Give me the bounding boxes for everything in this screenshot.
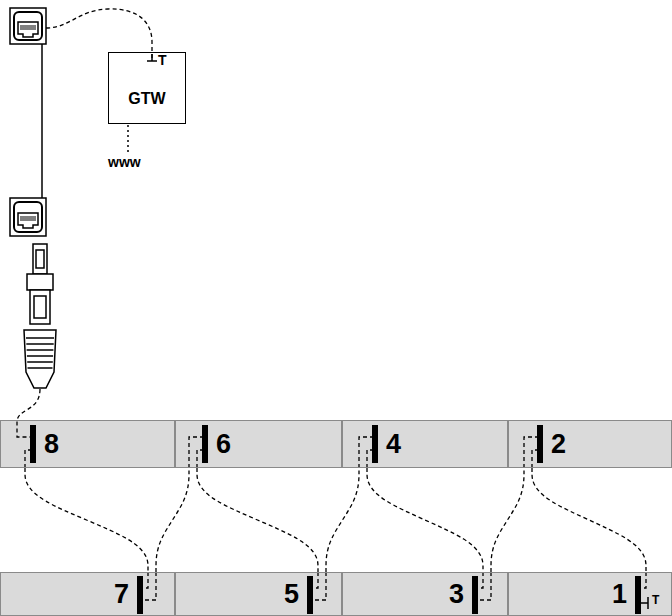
bus-module: 8 (0, 420, 175, 468)
bus-module: 1 (508, 572, 672, 616)
module-number: 5 (284, 579, 299, 609)
boot-ridge (26, 343, 53, 345)
bus-module: 3 (342, 572, 508, 616)
module-number: 4 (386, 429, 401, 459)
rj45-plug (24, 244, 56, 388)
module-number: 3 (449, 579, 464, 609)
bus-wire (25, 468, 148, 572)
module-number: 1 (612, 579, 627, 609)
terminal-bars (30, 425, 641, 614)
bus-module: 6 (175, 420, 342, 468)
bus-wire (197, 468, 318, 572)
boot-ridge (27, 349, 54, 351)
module-number: 7 (114, 579, 129, 609)
module-number: 6 (216, 429, 231, 459)
bus-wire (326, 468, 359, 572)
gateway-name: GTW (128, 89, 165, 108)
network-socket (10, 198, 46, 236)
module-number: 8 (44, 429, 59, 459)
cable-dashed (46, 9, 152, 61)
wire-stubs (25, 437, 646, 600)
terminator-label: T (652, 594, 659, 607)
cable (41, 44, 43, 198)
network-socket (10, 8, 46, 44)
bus-module: 2 (508, 420, 672, 468)
bus-wire (367, 468, 483, 572)
bus-wire (491, 468, 524, 572)
module-fills (0, 420, 672, 616)
network-label: www (108, 155, 141, 170)
boot-ridge (27, 361, 53, 363)
bus-wire (156, 468, 189, 572)
cable-dashed (17, 389, 40, 437)
plug-boot-ridges (26, 338, 54, 368)
bus-module: 7 (0, 572, 175, 616)
boot-ridge (27, 355, 53, 357)
bus-wire (532, 468, 646, 572)
gateway-box: GTW (108, 52, 186, 124)
terminator-mark (641, 597, 648, 609)
terminator-mark (147, 54, 157, 61)
bus-module: 4 (342, 420, 508, 468)
terminator-label: T (158, 53, 167, 68)
bus-module: 5 (175, 572, 342, 616)
module-number: 2 (551, 429, 566, 459)
boot-ridge (26, 337, 54, 339)
boot-ridge (28, 367, 53, 369)
internet-link (127, 125, 129, 155)
